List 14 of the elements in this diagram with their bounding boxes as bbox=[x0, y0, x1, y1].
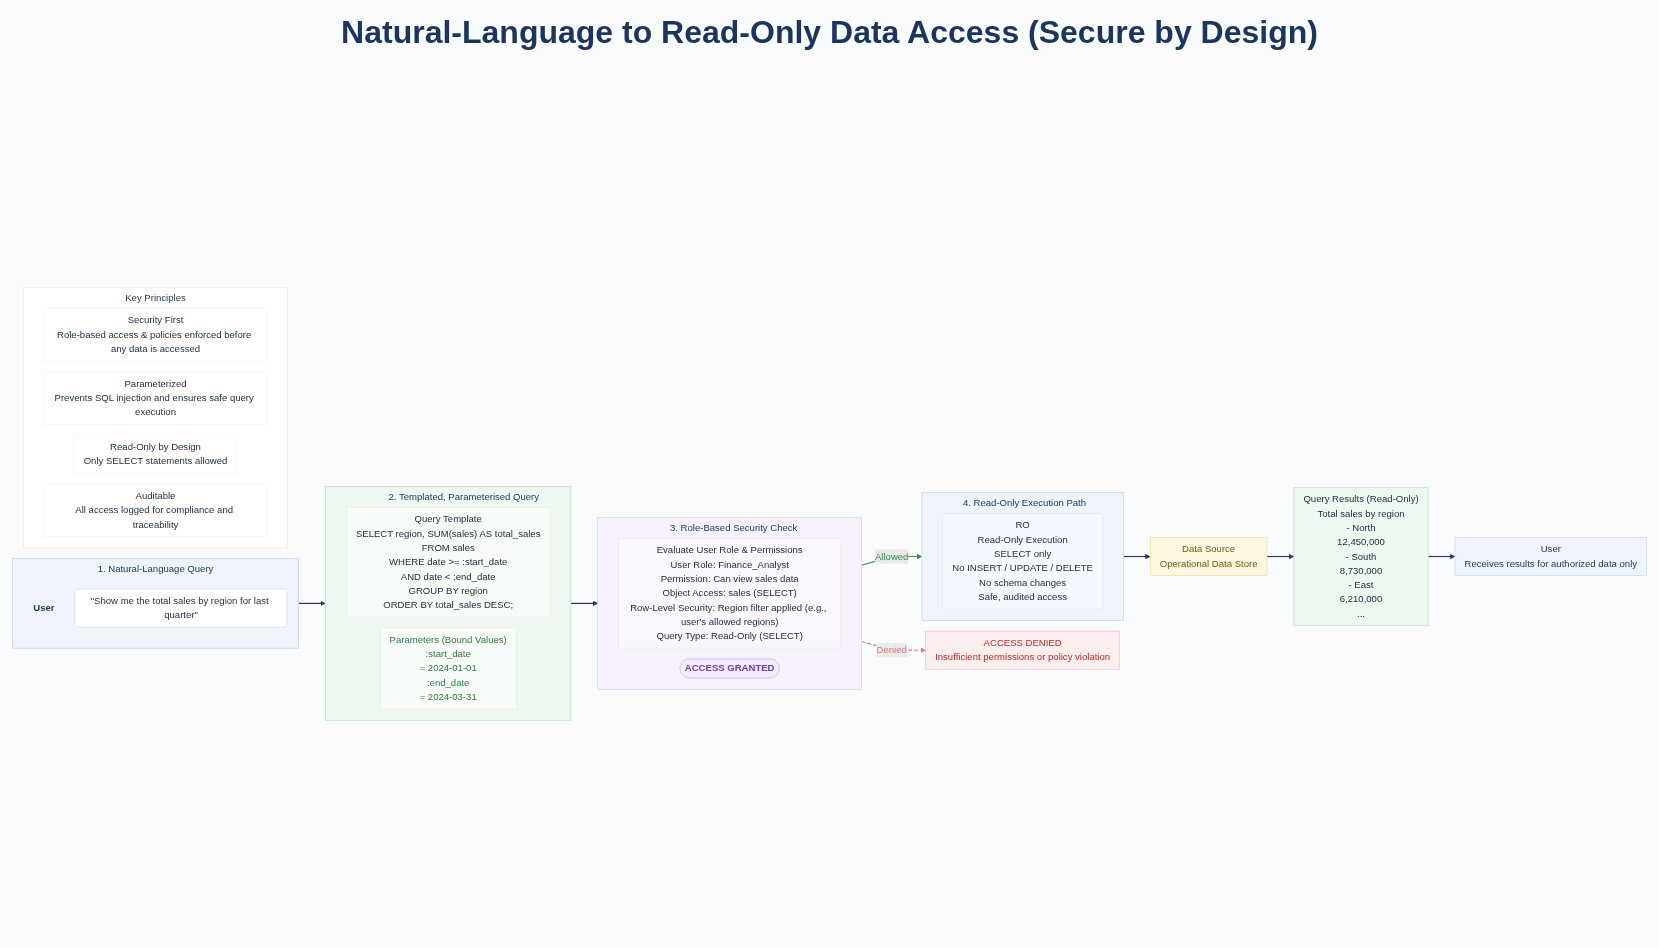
node-box: ACCESS DENIED Insufficient permissions or policy violation bbox=[925, 630, 1120, 670]
arrow bbox=[1427, 553, 1456, 560]
edge-label: Denied bbox=[876, 644, 907, 655]
arrow bbox=[1122, 553, 1151, 560]
arrow bbox=[1266, 553, 1295, 560]
node-box: User Receives results for authorized data only bbox=[1454, 537, 1647, 576]
arrow bbox=[298, 600, 326, 606]
arrow bbox=[570, 600, 598, 606]
node-box: Query Template SELECT region, SUM(sales) AS total_sales FROM sales WHERE date >= :start_date AND date < :end_date GROUP BY region ORDER BY total_sales DESC; bbox=[346, 506, 551, 618]
diagram-title: Natural-Language to Read-Only Data Access (Secure by Design) bbox=[340, 14, 1319, 51]
node-box: Query Results (Read-Only) Total sales by region - North 12,450,000 - South 8,730,000 - East 6,210,000 ... bbox=[1293, 487, 1429, 627]
node-text: User bbox=[33, 602, 55, 613]
edge-label: Allowed bbox=[874, 551, 909, 562]
node-box: Data Source Operational Data Store bbox=[1149, 537, 1268, 576]
